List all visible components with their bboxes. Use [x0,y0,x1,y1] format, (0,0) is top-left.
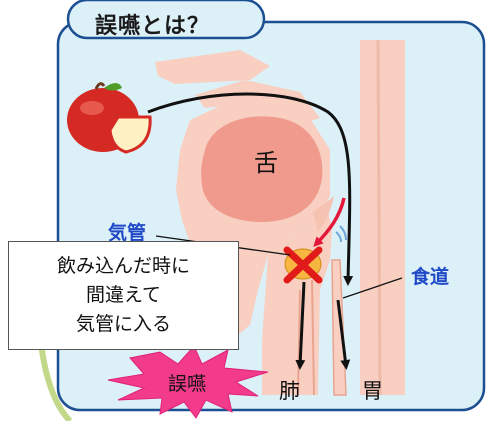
explanation-box: 飲み込んだ時に 間違えて 気管に入る [8,241,239,350]
curved-arrow-icon [313,197,346,247]
page-title: 誤嚥とは？ [95,14,211,39]
cross-mark-icon [283,246,323,284]
title-capsule [66,0,266,40]
lung-label: 肺 [279,379,300,403]
aspiration-label: 誤嚥 [168,373,207,395]
explanation-line: 飲み込んだ時に [56,255,190,277]
esophagus-pointer [342,277,403,299]
tongue-label: 舌 [254,149,278,177]
explanation-line: 気管に入る [75,313,171,335]
down-arrow-icon [295,281,306,370]
aspiration-burst [107,345,269,419]
tongue-shape [201,116,323,222]
stomach-label: 胃 [362,379,383,403]
explanation-line: 間違えて [85,284,162,306]
down-arrow-icon [336,299,351,370]
esophagus-label: 食道 [411,266,450,288]
apple-icon [67,82,152,154]
throat-anatomy [155,39,405,396]
food-path-arrow [147,92,354,286]
trachea-label: 気管 [108,222,147,244]
